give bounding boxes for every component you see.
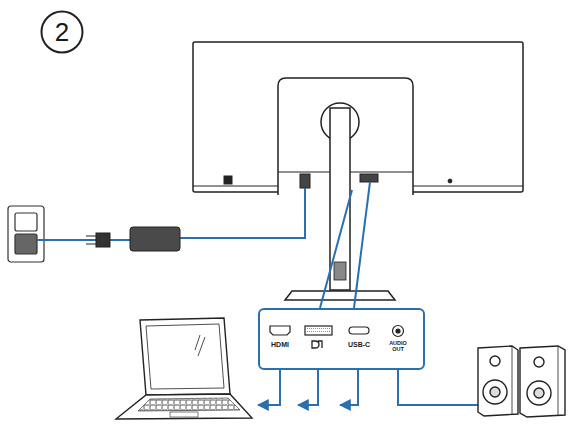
port-label: AUDIO OUT xyxy=(386,340,410,352)
port-label: USB-C xyxy=(348,341,370,349)
callout-ring xyxy=(42,12,83,53)
output-wires xyxy=(258,370,480,405)
callout-number: 2 xyxy=(55,18,69,47)
power-adapter xyxy=(130,227,180,251)
laptop xyxy=(116,318,252,419)
wall-outlet xyxy=(8,206,44,262)
port-icons xyxy=(270,326,404,349)
leader-lines xyxy=(320,182,370,308)
port-block xyxy=(360,174,378,182)
power-plug xyxy=(86,233,110,247)
monitor-back xyxy=(193,42,523,195)
callout-circle: 2 xyxy=(40,10,84,54)
port-panel: HDMI USB-C AUDIO OUT xyxy=(258,308,425,370)
monitor-stand xyxy=(285,103,395,300)
speakers xyxy=(478,346,565,417)
port-label: HDMI xyxy=(271,341,289,349)
power-jack xyxy=(300,174,310,188)
